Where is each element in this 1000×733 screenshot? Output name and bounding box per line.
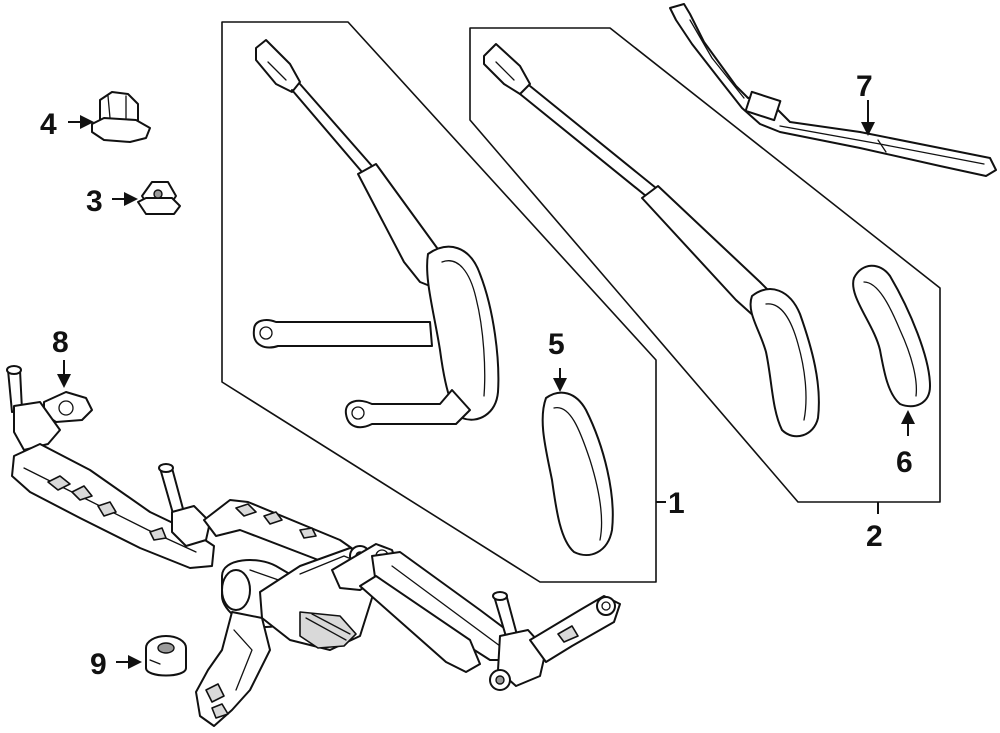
wiper-linkage-motor-assembly <box>6 365 621 727</box>
callout-5-arrow <box>553 378 567 392</box>
item-5-cover <box>541 391 614 557</box>
callout-7-label: 7 <box>856 70 873 103</box>
item-4-cap-nut <box>91 91 151 143</box>
callout-7-arrow <box>861 122 875 136</box>
callout-3-label: 3 <box>86 185 103 218</box>
group-box-1 <box>221 21 657 583</box>
callout-4-label: 4 <box>40 108 57 141</box>
callout-6-label: 6 <box>896 446 913 479</box>
callout-2-label: 2 <box>866 520 883 553</box>
item-6-cover <box>852 264 931 408</box>
callout-5-label: 5 <box>548 328 565 361</box>
callout-9-label: 9 <box>90 648 107 681</box>
callout-3-arrow <box>124 192 138 206</box>
callout-8-arrow <box>57 374 71 388</box>
callout-1-label: 1 <box>668 487 685 520</box>
item-7-wiper-blade <box>669 3 997 177</box>
item-9-grommet <box>145 635 187 677</box>
item-3-flange-nut <box>137 181 181 215</box>
callout-8-label: 8 <box>52 326 69 359</box>
callout-6-arrow <box>901 410 915 424</box>
callout-9-arrow <box>128 655 142 669</box>
left-wiper-arm <box>252 39 500 429</box>
right-wiper-arm <box>483 43 820 438</box>
callout-4-arrow <box>80 115 94 129</box>
group-box-2 <box>469 27 941 503</box>
